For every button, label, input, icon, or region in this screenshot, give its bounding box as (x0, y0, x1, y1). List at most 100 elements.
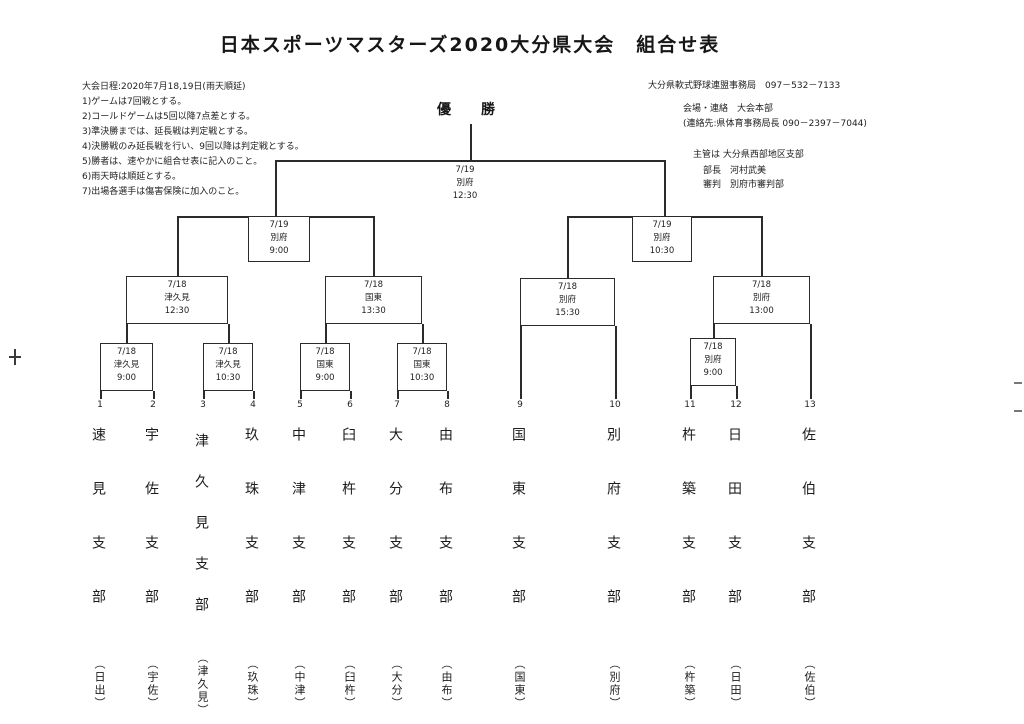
team-name: 由布支部 (437, 427, 453, 643)
team-name: 宇佐支部 (143, 427, 159, 643)
bracket-line-final-bar (275, 160, 665, 162)
bracket-line (397, 391, 399, 399)
bracket-line (253, 391, 255, 399)
page-title: 日本スポーツマスターズ2020大分県大会 組合せ表 (219, 34, 721, 56)
team-club: （杵築） (683, 658, 696, 710)
match-time: 10:30 (649, 246, 675, 256)
team-club: （津久見） (196, 651, 209, 717)
team-number: 3 (200, 400, 206, 410)
team-slot-1: 1 速見支部 （日出） (87, 400, 113, 710)
team-club: （日出） (93, 658, 106, 710)
team-name: 速見支部 (90, 427, 106, 643)
team-club: （日田） (729, 658, 742, 710)
match-venue: 津久見 (164, 293, 190, 303)
final-match-info: 7/19 別府 12:30 (433, 164, 497, 203)
team-slot-4: 4 玖珠支部 （玖珠） (240, 400, 266, 710)
team-club: （中津） (293, 658, 306, 710)
match-box-r2-1: 7/18 津久見 12:30 (126, 276, 228, 324)
bracket-line (228, 324, 230, 343)
team-number: 7 (394, 400, 400, 410)
bracket-line (126, 324, 128, 343)
team-number: 4 (250, 400, 256, 410)
match-date: 7/18 (412, 347, 432, 357)
match-date: 7/18 (751, 280, 772, 290)
team-name: 津久見支部 (193, 432, 209, 638)
rule-line-2: 2)コールドゲームは5回以降7点差とする。 (82, 112, 256, 122)
team-number: 12 (730, 400, 742, 410)
rule-line-7: 7)出場各選手は傷害保険に加入のこと。 (82, 187, 245, 197)
match-venue: 国東 (413, 360, 431, 370)
team-number: 11 (684, 400, 696, 410)
venue-contact-line: 会場・連絡 大会本部 (683, 104, 774, 114)
team-slot-11: 11 杵築支部 （杵築） (677, 400, 703, 710)
team-slot-3: 3 津久見支部 （津久見） (190, 400, 216, 717)
bracket-line (567, 216, 569, 278)
team-slot-12: 12 日田支部 （日田） (723, 400, 749, 710)
bracket-line (325, 324, 327, 343)
rule-line-1: 1)ゲームは7回戦とする。 (82, 97, 187, 107)
bracket-line-bye-10 (615, 326, 617, 399)
team-name: 中津支部 (290, 427, 306, 643)
team-slot-2: 2 宇佐支部 （宇佐） (140, 400, 166, 710)
team-name: 玖珠支部 (243, 427, 259, 643)
scan-artifact-tick (1014, 382, 1022, 384)
admin-line-3: 審判 別府市審判部 (703, 180, 785, 190)
bracket-line (713, 324, 715, 338)
match-time: 13:00 (749, 306, 774, 316)
team-club: （臼杵） (343, 658, 356, 710)
team-name: 国東支部 (510, 427, 526, 643)
schedule-note: 大会日程:2020年7月18,19日(雨天順延) (82, 82, 246, 92)
match-venue: 国東 (364, 293, 382, 303)
match-time: 12:30 (164, 306, 190, 316)
match-box-r1-4: 7/18 国東 10:30 (397, 343, 447, 391)
match-venue: 別府 (752, 293, 770, 303)
bracket-line (153, 391, 155, 399)
match-date: 7/18 (116, 347, 137, 357)
match-time: 10:30 (409, 373, 435, 383)
match-time: 9:00 (315, 373, 335, 383)
bracket-line (373, 216, 375, 276)
bracket-line (350, 391, 352, 399)
team-name: 日田支部 (726, 427, 742, 643)
bracket-line (761, 216, 763, 276)
match-box-r2-2: 7/18 国東 13:30 (325, 276, 422, 324)
team-name: 大分支部 (387, 427, 403, 643)
team-club: （国東） (513, 658, 526, 710)
match-venue: 津久見 (113, 360, 140, 370)
match-box-r2-4: 7/18 別府 13:00 (713, 276, 810, 324)
team-club: （由布） (440, 658, 453, 710)
team-number: 8 (444, 400, 450, 410)
bracket-line (203, 391, 205, 399)
bracket-line (275, 160, 277, 217)
team-name: 杵築支部 (680, 427, 696, 643)
final-time: 12:30 (452, 191, 478, 201)
team-name: 別府支部 (605, 427, 621, 643)
team-slot-10: 10 別府支部 （別府） (602, 400, 628, 710)
rule-line-4: 4)決勝戦のみ延長戦を行い、9回以降は判定戦とする。 (82, 142, 304, 152)
team-club: （佐伯） (803, 658, 816, 710)
federation-office-contact: 大分県軟式野球連盟事務局 097－532－7133 (648, 81, 841, 91)
match-date: 7/18 (315, 347, 335, 357)
bracket-line (300, 391, 302, 399)
bracket-line (100, 391, 102, 399)
team-name: 佐伯支部 (800, 427, 816, 643)
match-time: 15:30 (555, 308, 580, 318)
match-time: 13:30 (361, 306, 386, 316)
match-box-semifinal-right: 7/19 別府 10:30 (632, 216, 692, 262)
team-slot-5: 5 中津支部 （中津） (287, 400, 313, 710)
bracket-line (447, 391, 449, 399)
admin-line-1: 主管は 大分県西部地区支部 (693, 150, 804, 160)
match-date: 7/18 (557, 282, 578, 292)
match-venue: 別府 (653, 233, 671, 243)
match-box-r1-1: 7/18 津久見 9:00 (100, 343, 153, 391)
rule-line-5: 5)勝者は、速やかに組合せ表に記入のこと。 (82, 157, 263, 167)
team-number: 1 (97, 400, 103, 410)
bracket-line-bye-13 (810, 324, 812, 399)
team-number: 9 (517, 400, 523, 410)
final-venue: 別府 (456, 178, 474, 188)
team-club: （別府） (608, 658, 621, 710)
match-venue: 津久見 (215, 360, 241, 370)
team-slot-8: 8 由布支部 （由布） (434, 400, 460, 710)
match-venue: 国東 (316, 360, 334, 370)
